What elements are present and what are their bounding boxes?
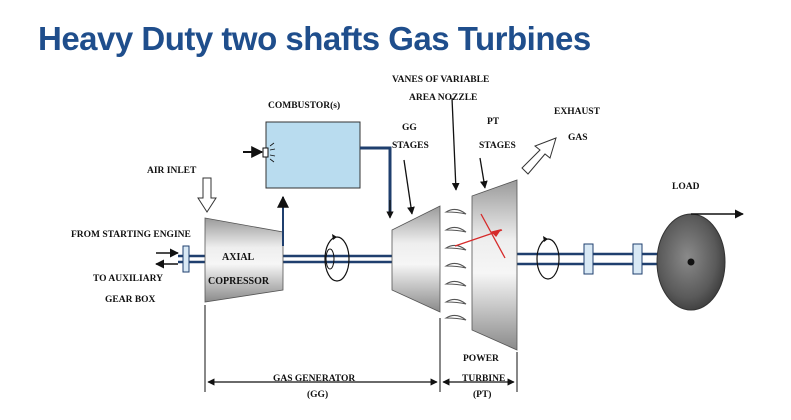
compressor-label-line1: AXIAL [222, 252, 255, 263]
combustor-label: COMBUSTOR(s) [268, 100, 340, 111]
pt-stages-pointer [479, 157, 488, 189]
exhaust-gas-arrow [521, 137, 557, 175]
air-inlet-arrow [197, 177, 217, 213]
gas-generator-dimension [204, 305, 441, 392]
pt-stages-label-line2: STAGES [479, 141, 516, 151]
combustor [265, 121, 361, 189]
pt-coupling-2 [632, 243, 643, 275]
variable-area-nozzle-vanes [444, 208, 467, 321]
pt-rotation-arrow-icon [536, 236, 560, 280]
vanes-label-line2: AREA NOZZLE [409, 93, 477, 103]
axial-compressor [204, 217, 284, 303]
load-generator [656, 209, 744, 311]
variable-nozzle-mark-icon [454, 213, 506, 259]
power-turbine-label-line1: POWER [463, 354, 499, 364]
fuel-injector-icon [243, 142, 276, 163]
auxiliary-label-line1: TO AUXILIARY [93, 274, 163, 284]
power-turbine-label-line2: TURBINE [462, 374, 505, 384]
load-label: LOAD [672, 182, 700, 192]
pt-turbine [471, 179, 518, 351]
exhaust-label-line2: GAS [568, 133, 588, 143]
exhaust-label-line1: EXHAUST [554, 107, 601, 117]
gg-stages-label-line1: GG [402, 123, 417, 133]
power-turbine-label-line3: (PT) [473, 389, 491, 400]
gg-rotation-arrow-icon [324, 234, 350, 282]
pt-coupling-1 [583, 243, 594, 275]
vanes-label-line1: VANES OF VARIABLE [392, 75, 489, 85]
gas-generator-label-line1: GAS GENERATOR [273, 374, 355, 384]
gg-stages-pointer [403, 159, 415, 215]
gg-rotation-arrow-2-icon [325, 248, 335, 270]
starting-coupling [182, 245, 190, 273]
air-inlet-label: AIR INLET [147, 166, 197, 176]
auxiliary-label-line2: GEAR BOX [105, 295, 156, 305]
compressor-label-line2: COPRESSOR [208, 276, 270, 287]
gg-turbine [391, 205, 441, 313]
power-turbine-dimension [442, 352, 518, 392]
gg-stages-label-line2: STAGES [392, 141, 429, 151]
pt-stages-label-line1: PT [487, 117, 500, 127]
page-title: Heavy Duty two shafts Gas Turbines [38, 20, 591, 57]
combustor-to-turbine-line [360, 146, 392, 215]
vanes-pointer [451, 97, 460, 191]
gas-generator-label-line2: (GG) [307, 389, 328, 400]
starting-engine-label: FROM STARTING ENGINE [71, 230, 191, 240]
